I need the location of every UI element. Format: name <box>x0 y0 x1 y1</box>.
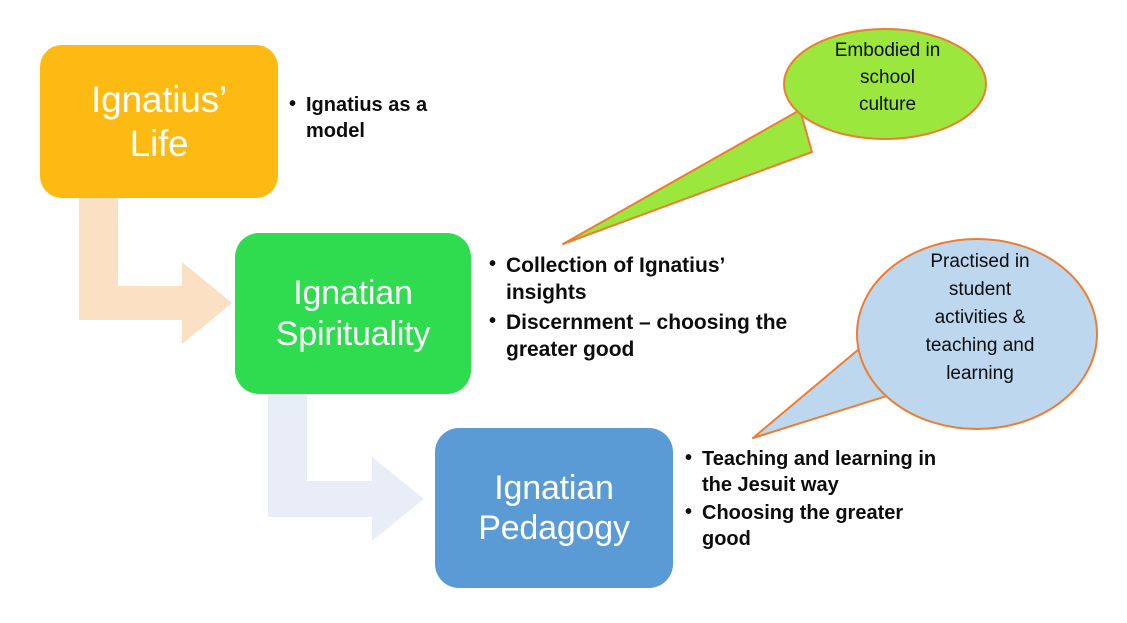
bullet-list-ignatius-life: Ignatius as a model <box>287 92 462 146</box>
node-ignatian-pedagogy-label: Ignatian Pedagogy <box>478 468 630 548</box>
blue-callout-label: Practised in student activities & teachi… <box>890 248 1070 389</box>
bullet-item: Choosing the greater good <box>683 500 953 552</box>
callout-line-5: learning <box>946 363 1014 385</box>
node-label-line-2: Spirituality <box>275 314 431 353</box>
callout-line-3: activities & <box>934 307 1026 329</box>
callout-line-1: Practised in <box>930 251 1030 272</box>
arrow-life-to-spirituality <box>79 197 232 344</box>
callout-line-1: Embodied in <box>834 40 941 61</box>
bullet-item: Ignatius as a model <box>287 92 462 144</box>
node-label-line-1: Ignatian <box>293 274 413 313</box>
node-ignatius-life-label: Ignatius’ Life <box>91 78 227 165</box>
bullet-item: Collection of Ignatius’ insights <box>487 252 807 307</box>
node-label-line-2: Pedagogy <box>478 509 630 547</box>
bullet-list-ignatian-spirituality: Collection of Ignatius’ insights Discern… <box>487 252 807 367</box>
node-label-line-1: Ignatian <box>494 468 614 507</box>
node-ignatius-life[interactable]: Ignatius’ Life <box>40 45 278 198</box>
callout-line-4: teaching and <box>925 335 1035 357</box>
callout-line-3: culture <box>858 93 917 115</box>
callout-line-2: student <box>948 279 1012 301</box>
bullet-item: Teaching and learning in the Jesuit way <box>683 446 953 498</box>
node-label-line-2: Life <box>129 122 189 164</box>
node-ignatian-spirituality[interactable]: Ignatian Spirituality <box>235 233 471 394</box>
bullet-list-ignatian-pedagogy: Teaching and learning in the Jesuit way … <box>683 446 953 555</box>
green-callout-label: Embodied in school culture <box>800 38 975 119</box>
node-label-line-1: Ignatius’ <box>90 78 227 120</box>
bullet-item: Discernment – choosing the greater good <box>487 309 807 364</box>
arrow-spirituality-to-pedagogy <box>268 393 424 541</box>
node-ignatian-pedagogy[interactable]: Ignatian Pedagogy <box>435 428 673 588</box>
callout-line-2: school <box>860 66 915 88</box>
node-ignatian-spirituality-label: Ignatian Spirituality <box>275 273 431 353</box>
